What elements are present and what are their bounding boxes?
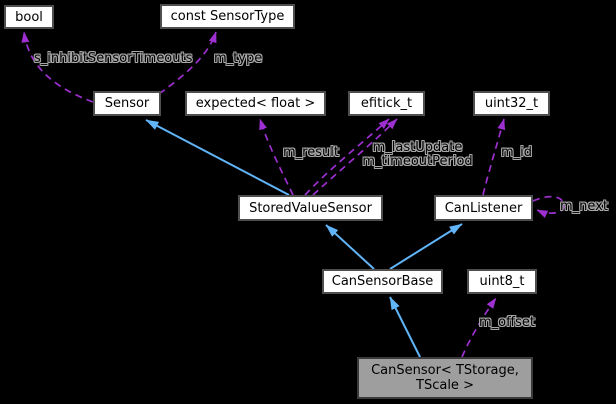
edge-label-m-next: m_next (560, 199, 608, 214)
edge-label-m-type: m_type (214, 51, 263, 66)
edge-inherit-cansensorbase-storedvaluesensor (325, 224, 375, 270)
edge-member-s-inhibitsensortimeouts (21, 31, 94, 103)
node-canlistener[interactable]: CanListener (434, 195, 533, 221)
edge-label-m-lastupdate: m_lastUpdate (372, 140, 463, 155)
node-expected-float[interactable]: expected< float > (185, 91, 326, 116)
node-cansensorbase-label: CanSensorBase (331, 274, 434, 289)
node-bool-label: bool (15, 9, 43, 25)
node-const-sensortype[interactable]: const SensorType (160, 4, 295, 29)
node-cansensor-label-line1: CanSensor< TStorage, (371, 363, 519, 378)
node-const-sensortype-label: const SensorType (170, 9, 285, 24)
edge-label-m-offset: m_offset (479, 315, 535, 330)
edge-member-m-id (482, 118, 506, 196)
node-sensor-label: Sensor (104, 96, 150, 111)
node-sensor[interactable]: Sensor (93, 91, 161, 116)
node-storedvaluesensor[interactable]: StoredValueSensor (238, 195, 383, 221)
edge-member-m-result (259, 118, 294, 196)
edge-inherit-storedvaluesensor-sensor (145, 119, 290, 196)
node-efitick-t-label: efitick_t (360, 96, 413, 111)
edge-member-m-timeoutperiod (312, 118, 398, 196)
node-uint32-t: uint32_t (473, 91, 550, 116)
node-efitick-t[interactable]: efitick_t (348, 91, 425, 116)
node-uint8-t-label: uint8_t (479, 274, 525, 289)
edge-member-m-type (158, 31, 217, 95)
edge-label-m-id: m_id (501, 145, 533, 160)
edge-inherit-cansensor-cansensorbase (389, 296, 421, 358)
edge-member-m-lastupdate (304, 118, 390, 196)
edge-label-m-lastupdate-m-timeoutperiod: m_lastUpdate m_timeoutPeriod (360, 141, 475, 169)
node-uint32-t-label: uint32_t (484, 96, 539, 111)
node-expected-float-label: expected< float > (195, 96, 316, 111)
node-storedvaluesensor-label: StoredValueSensor (249, 200, 372, 216)
node-cansensorbase[interactable]: CanSensorBase (322, 269, 443, 294)
edge-label-s-inhibitsensortimeouts: s_inhibitSensorTimeouts (34, 51, 193, 66)
node-uint8-t: uint8_t (467, 269, 537, 294)
edge-label-m-timeoutperiod: m_timeoutPeriod (362, 154, 473, 169)
node-cansensor-current: CanSensor< TStorage, TScale > (357, 357, 533, 399)
edge-inherit-cansensorbase-canlistener (389, 223, 463, 270)
node-cansensor-label-line2: TScale > (416, 378, 474, 393)
edge-label-m-result: m_result (283, 145, 339, 160)
node-canlistener-label: CanListener (444, 200, 523, 216)
edge-member-m-offset (461, 297, 497, 358)
node-bool: bool (4, 5, 54, 29)
edge-member-m-next-selfloop (532, 195, 565, 219)
